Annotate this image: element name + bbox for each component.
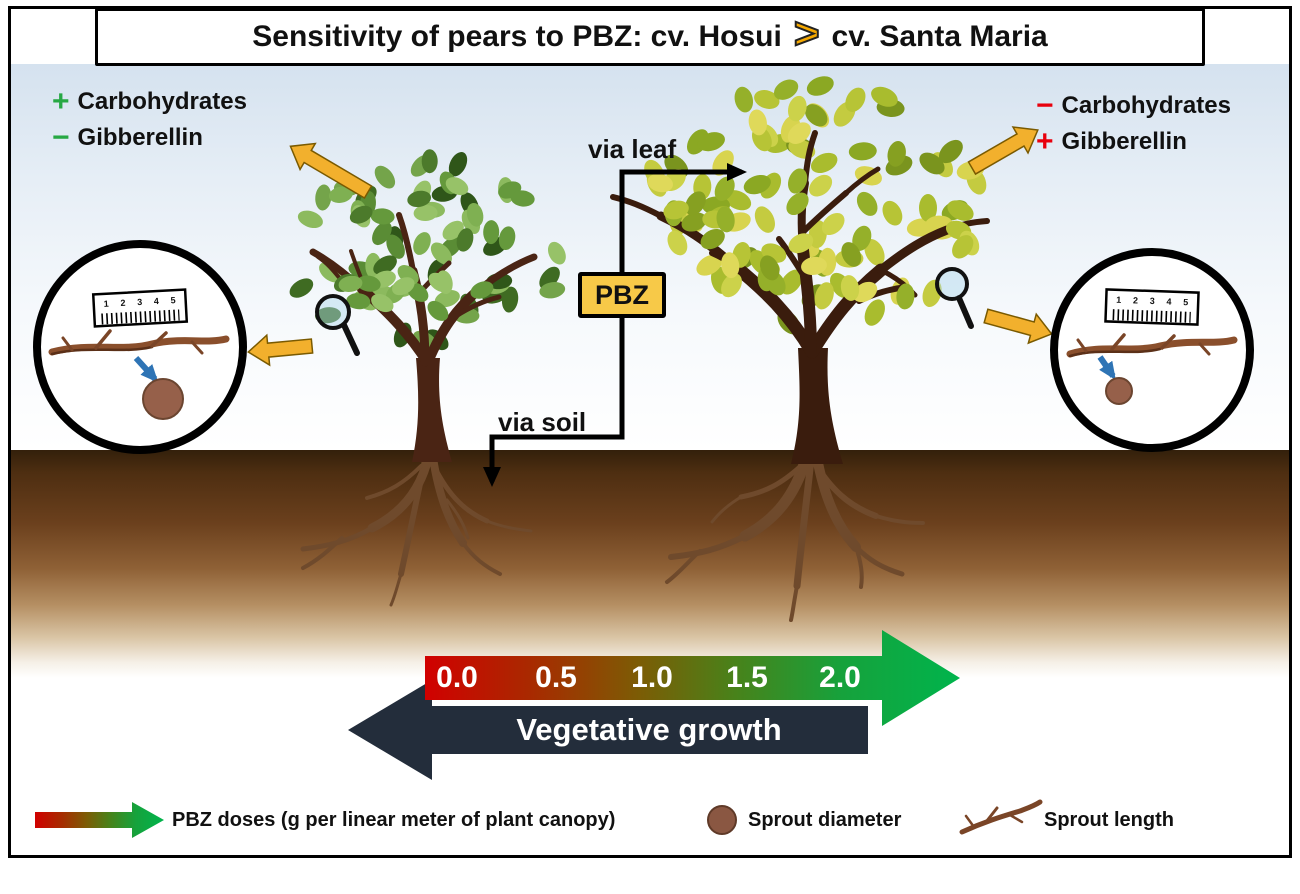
carbohydrates-right-row: − Carbohydrates bbox=[1036, 88, 1231, 124]
ruler-left: 1 2 3 4 5 bbox=[91, 288, 189, 328]
title-box: Sensitivity of pears to PBZ: cv. Hosui >… bbox=[95, 8, 1205, 66]
arrow-to-left-inset bbox=[247, 333, 314, 367]
right-tree-annotation: − Carbohydrates + Gibberellin bbox=[1036, 88, 1231, 160]
arrow-to-left-annotation bbox=[289, 142, 373, 200]
soil-background bbox=[11, 450, 1289, 678]
dose-value-1: 0.5 bbox=[535, 661, 577, 694]
inset-right: 1 2 3 4 5 bbox=[1050, 248, 1254, 452]
inset-left: 1 2 3 4 5 bbox=[33, 240, 247, 454]
legend-sprout-diameter-label: Sprout diameter bbox=[748, 809, 902, 831]
pbz-box: PBZ bbox=[578, 272, 666, 318]
via-soil-label: via soil bbox=[498, 407, 587, 437]
carbohydrates-left-label: Carbohydrates bbox=[77, 88, 247, 115]
left-tree-annotation: + Carbohydrates − Gibberellin bbox=[52, 84, 247, 156]
gibberellin-left-row: − Gibberellin bbox=[52, 120, 247, 156]
legend-dose-arrow-icon bbox=[35, 802, 164, 838]
ruler-right: 1 2 3 4 5 bbox=[1104, 288, 1200, 326]
via-leaf-label: via leaf bbox=[588, 134, 677, 164]
arrow-to-right-annotation bbox=[967, 126, 1039, 176]
yellow-arrows bbox=[247, 126, 1053, 367]
gibberellin-right-row: + Gibberellin bbox=[1036, 124, 1231, 160]
sprout-left bbox=[48, 329, 230, 356]
gibberellin-left-label: Gibberellin bbox=[77, 124, 203, 151]
minus-sign-red: − bbox=[1036, 89, 1054, 122]
plus-sign-green: + bbox=[52, 85, 70, 118]
minus-sign-green: − bbox=[52, 121, 70, 154]
greater-than-symbol: > bbox=[793, 9, 821, 58]
blue-arrow-right bbox=[1097, 355, 1116, 381]
arrow-to-right-inset bbox=[983, 308, 1053, 345]
blue-arrow-left bbox=[133, 355, 159, 383]
pbz-dose-gradient-arrow bbox=[425, 630, 960, 726]
vegetative-growth-arrow bbox=[348, 680, 868, 780]
carbohydrates-left-row: + Carbohydrates bbox=[52, 84, 247, 120]
dose-value-3: 1.5 bbox=[726, 661, 768, 694]
legend-sprout-length-label: Sprout length bbox=[1044, 809, 1174, 831]
title-part2: cv. Santa Maria bbox=[831, 20, 1048, 53]
magnifier-right-icon bbox=[935, 267, 974, 329]
carbohydrates-right-label: Carbohydrates bbox=[1061, 92, 1231, 119]
gibberellin-right-label: Gibberellin bbox=[1061, 128, 1187, 155]
legend-sprout-length-icon bbox=[959, 799, 1043, 835]
title-part1: Sensitivity of pears to PBZ: cv. Hosui bbox=[252, 20, 782, 53]
magnifier-left-icon bbox=[315, 294, 360, 356]
tree-right-santa-maria bbox=[610, 76, 990, 464]
sprout-diameter-right bbox=[1105, 377, 1133, 405]
dose-value-0: 0.0 bbox=[436, 661, 478, 694]
dose-value-2: 1.0 bbox=[631, 661, 673, 694]
via-leaf-line bbox=[619, 163, 747, 272]
plus-sign-red: + bbox=[1036, 125, 1054, 158]
dose-value-4: 2.0 bbox=[819, 661, 861, 694]
via-soil-line bbox=[483, 318, 625, 487]
roots-left bbox=[300, 453, 533, 607]
ruler-right-numbers: 1 2 3 4 5 bbox=[1116, 295, 1188, 308]
sprout-diameter-left bbox=[142, 378, 184, 420]
ruler-left-numbers: 1 2 3 4 5 bbox=[103, 295, 175, 309]
tree-left-hosui bbox=[289, 149, 566, 462]
legend-sprout-diameter-icon bbox=[707, 805, 737, 835]
legend-pbz-doses-label: PBZ doses (g per linear meter of plant c… bbox=[172, 809, 616, 831]
roots-right bbox=[665, 452, 925, 622]
pbz-connectors bbox=[483, 163, 747, 487]
sprout-right bbox=[1066, 333, 1238, 358]
vegetative-growth-label: Vegetative growth bbox=[516, 712, 782, 747]
